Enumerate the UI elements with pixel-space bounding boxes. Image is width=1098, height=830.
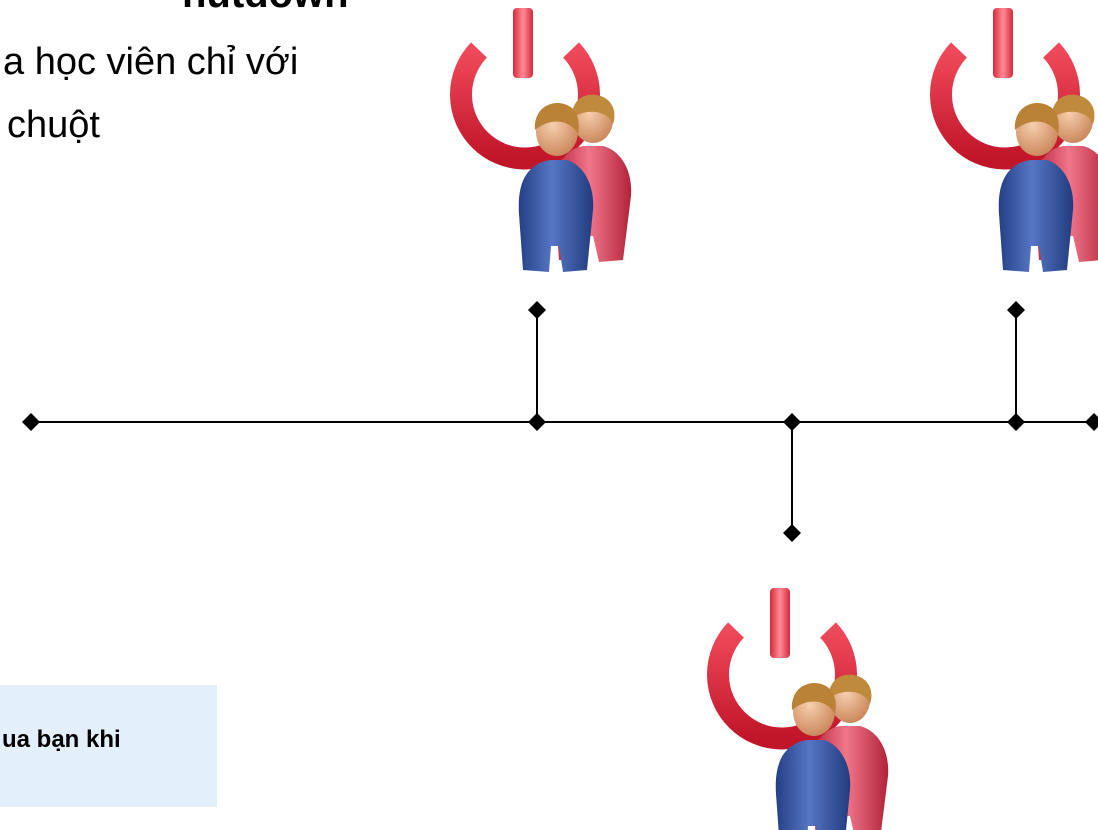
slide-heading: hutdown	[182, 0, 349, 18]
body-text-line-1: a học viên chỉ với	[3, 41, 299, 83]
power-users-icon[interactable]	[915, 0, 1098, 280]
bus-node-left-end	[22, 413, 40, 431]
power-users-icon[interactable]	[435, 0, 645, 280]
branch-node-top-right	[1007, 301, 1025, 319]
note-callout: ua bạn khi	[0, 685, 217, 807]
bus-node-junction	[783, 413, 801, 431]
branch-node-bottom	[783, 524, 801, 542]
branch-node-top-center	[528, 301, 546, 319]
body-text-line-2: chuột	[7, 104, 100, 146]
power-users-icon[interactable]	[692, 580, 902, 830]
bus-node-junction	[528, 413, 546, 431]
note-text: ua bạn khi	[2, 726, 121, 753]
bus-node-right-end	[1085, 413, 1098, 431]
bus-node-junction	[1007, 413, 1025, 431]
